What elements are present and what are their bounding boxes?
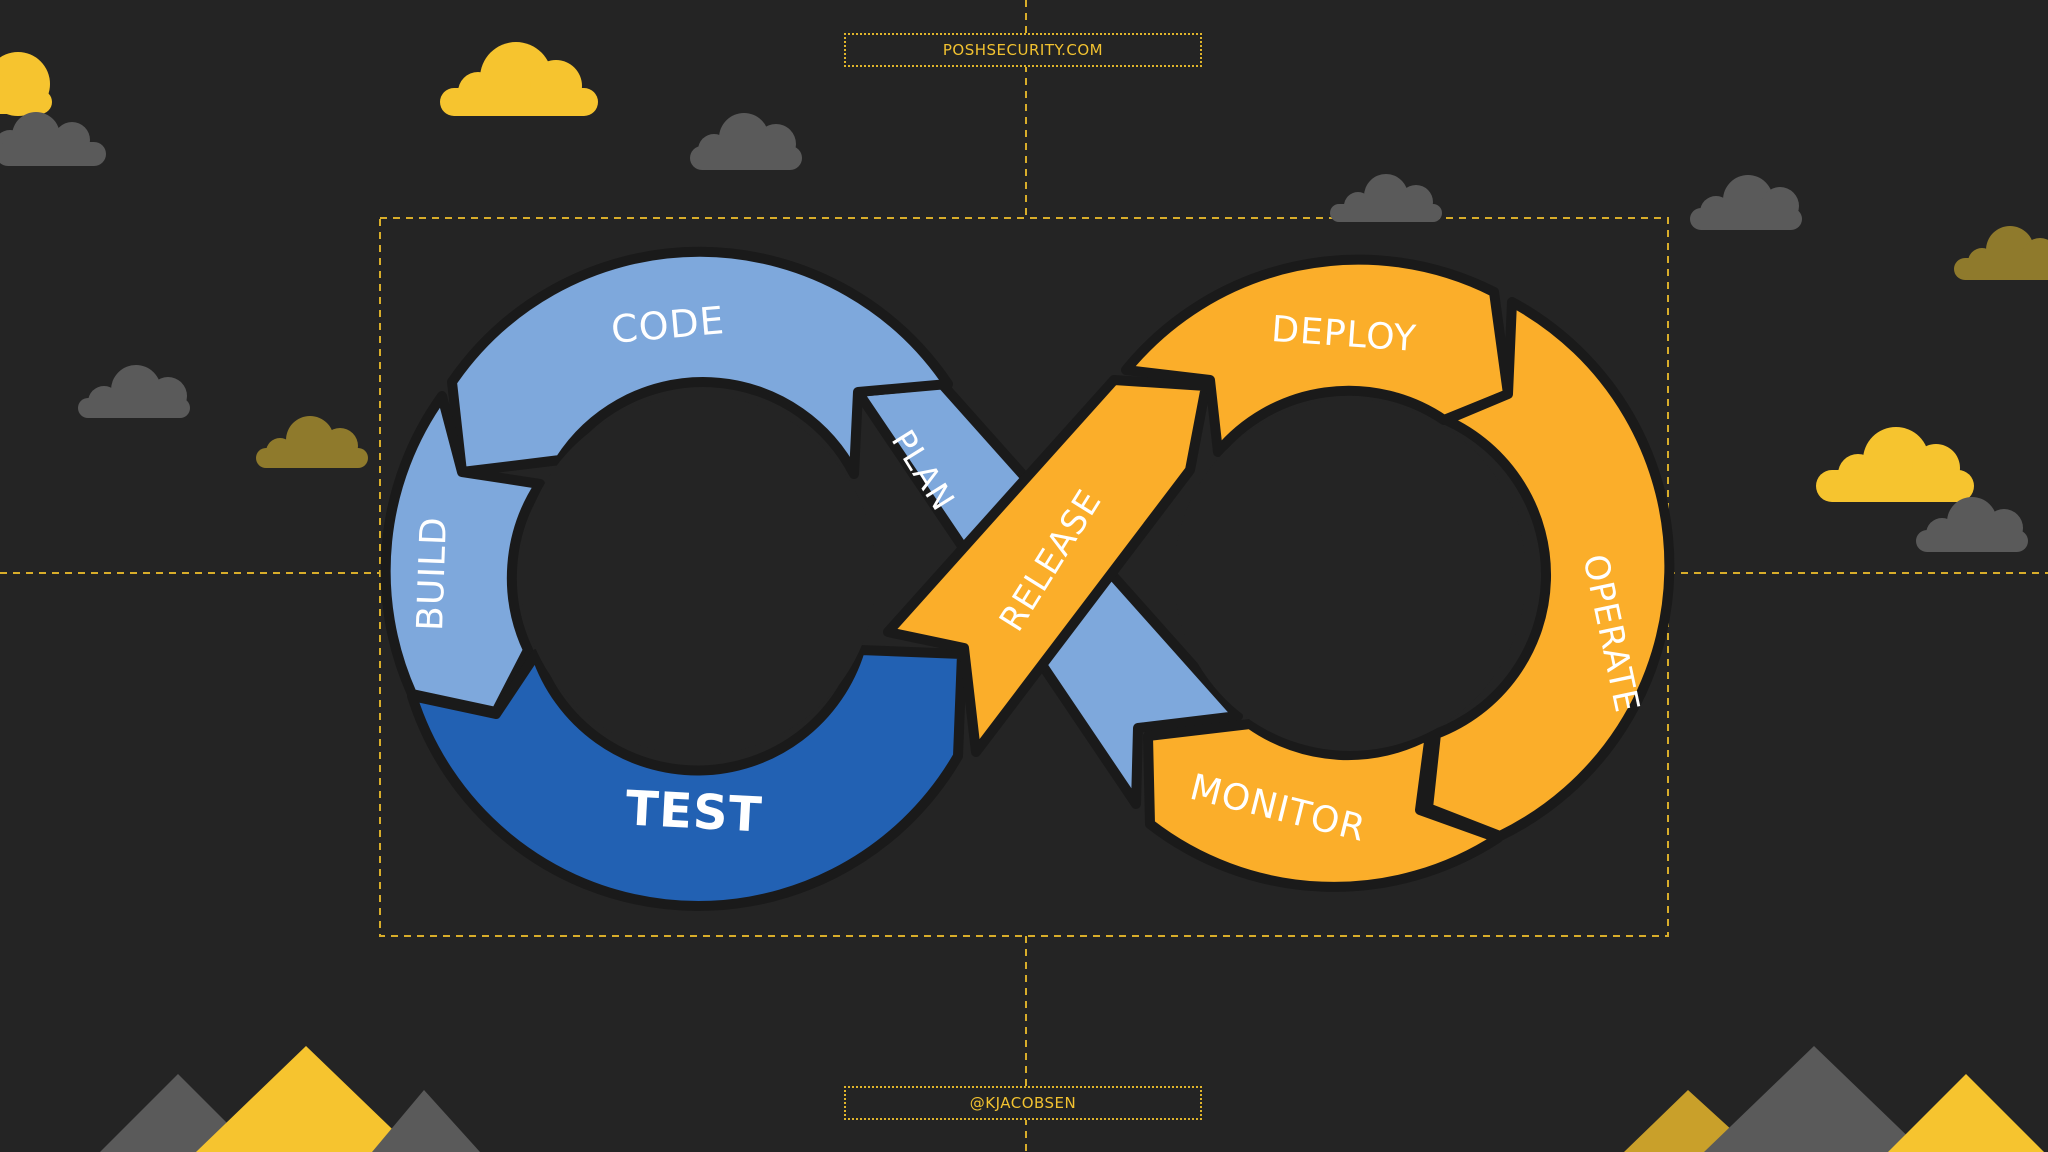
- clouds: [0, 42, 2048, 552]
- cloud-icon: [256, 416, 368, 468]
- monitor-segment: [1143, 719, 1503, 892]
- cloud-icon: [1916, 497, 2028, 552]
- cloud-icon: [440, 42, 598, 116]
- site-banner: POSHSECURITY.COM: [844, 33, 1202, 67]
- cloud-icon: [690, 113, 802, 170]
- stage-label-test: TEST: [624, 780, 764, 843]
- mountain-shape: [196, 1046, 416, 1152]
- cloud-icon: [0, 112, 106, 166]
- test-segment: [407, 645, 967, 912]
- cloud-icon: [1954, 226, 2048, 280]
- mountain-shape: [372, 1090, 480, 1152]
- stage-label-build: BUILD: [410, 516, 455, 632]
- stage-label-deploy: DEPLOY: [1270, 309, 1418, 360]
- mountain-shape: [1888, 1074, 2044, 1152]
- mountain-shape: [1704, 1046, 1924, 1152]
- operate-segment: [1423, 297, 1675, 841]
- left-loop-hole: [520, 395, 876, 755]
- site-name: POSHSECURITY.COM: [942, 41, 1104, 59]
- right-loop-hole: [1174, 399, 1526, 751]
- diagram-frame: [379, 217, 1669, 937]
- mountains: [100, 1046, 2044, 1152]
- author-handle: @KJACOBSEN: [969, 1094, 1077, 1112]
- stage-label-code: CODE: [609, 298, 726, 352]
- devops-infinity-loop: CODE BUILD TEST PLAN RELEASE DEPLOY OPER…: [380, 246, 1675, 912]
- handle-banner: @KJACOBSEN: [844, 1086, 1202, 1120]
- code-segment: [447, 246, 953, 479]
- deploy-segment: [1121, 254, 1513, 457]
- cloud-icon: [1330, 174, 1442, 222]
- cloud-icon: [1690, 175, 1802, 230]
- cloud-icon: [78, 365, 190, 418]
- cloud-icon: [0, 52, 52, 116]
- cloud-icon: [1816, 427, 1974, 502]
